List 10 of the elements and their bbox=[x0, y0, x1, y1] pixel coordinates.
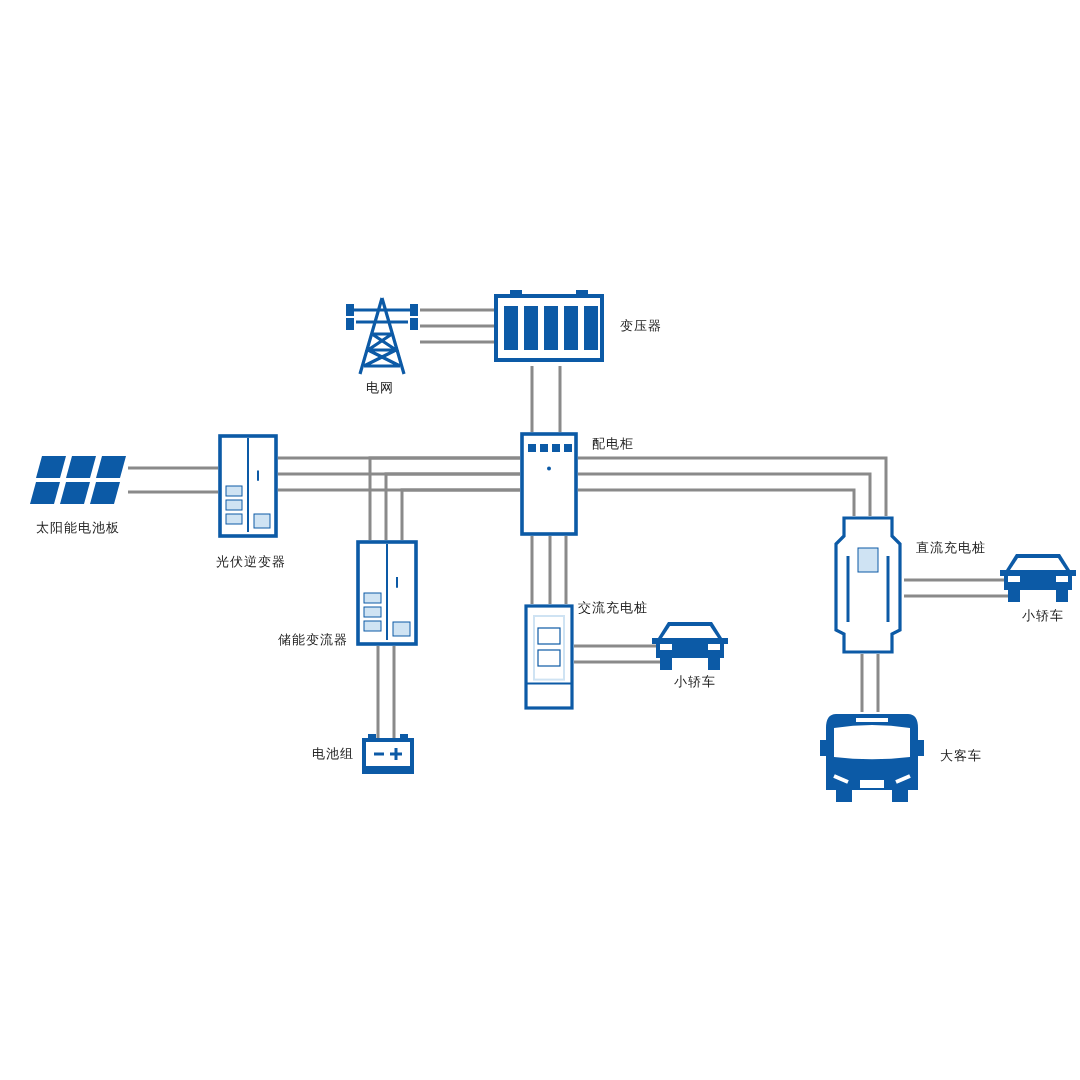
power-line bbox=[368, 456, 522, 542]
power-line bbox=[418, 308, 496, 344]
power-line bbox=[126, 466, 220, 494]
power-line bbox=[576, 456, 888, 518]
power-line bbox=[572, 644, 664, 664]
power-line bbox=[902, 578, 1012, 598]
power-line bbox=[530, 364, 562, 434]
power-line bbox=[530, 534, 568, 606]
power-line bbox=[860, 652, 880, 714]
power-line bbox=[376, 644, 396, 742]
